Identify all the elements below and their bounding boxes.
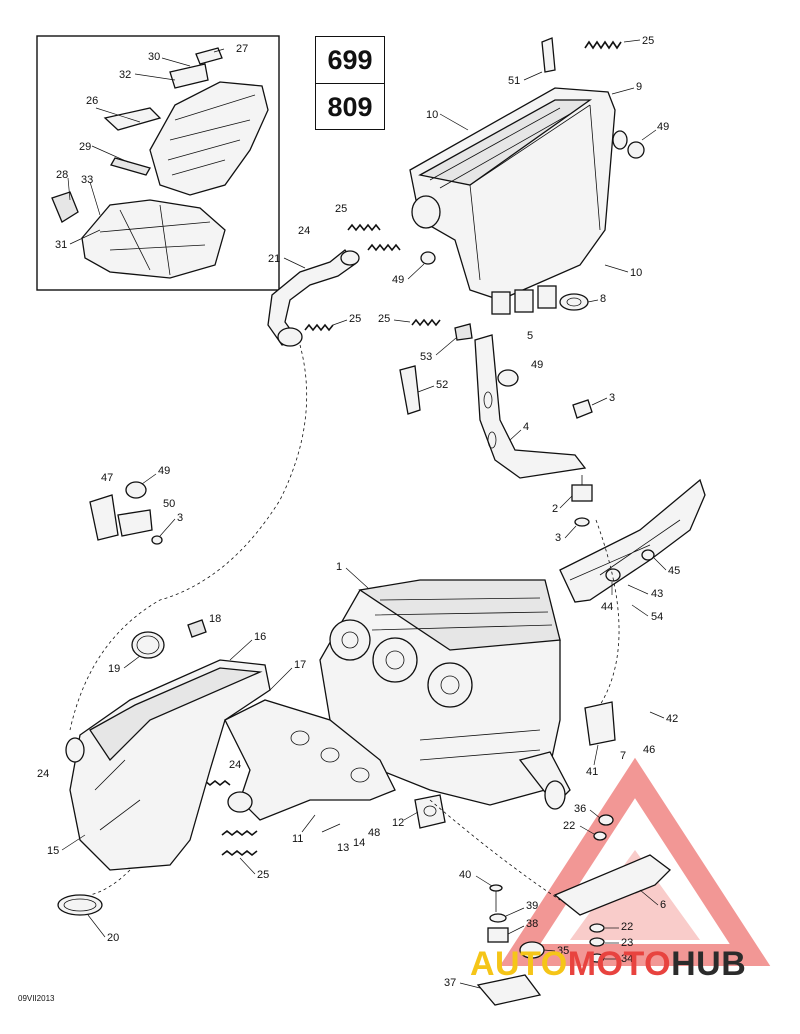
callout-21: 21: [268, 253, 280, 265]
callout-1: 1: [336, 561, 342, 573]
callout-5: 5: [527, 330, 533, 342]
callout-12: 12: [392, 817, 404, 829]
callout-25b: 25: [335, 203, 347, 215]
callout-24b: 24: [37, 768, 49, 780]
callout-36: 36: [574, 803, 586, 815]
callout-3c: 3: [555, 532, 561, 544]
callout-42: 42: [666, 713, 678, 725]
callout-24a: 24: [298, 225, 310, 237]
callout-14: 14: [353, 837, 365, 849]
watermark-triangle: [499, 757, 771, 966]
callout-25e: 25: [257, 869, 269, 881]
muffler-assembly: [409, 37, 628, 315]
callout-49d: 49: [158, 465, 170, 477]
callout-10b: 10: [630, 267, 642, 279]
callout-labels: 27 30 32 26 29 28 33 31 25 51 9 10 49 25…: [37, 35, 680, 989]
callout-49b: 49: [392, 274, 404, 286]
callout-40: 40: [459, 869, 471, 881]
callout-28: 28: [56, 169, 68, 181]
lower-mount-hardware: [476, 814, 671, 1006]
watermark-auto: AUTO: [470, 945, 568, 983]
exhaust-pipe-21: [267, 249, 360, 347]
frame-section: [559, 478, 706, 603]
callout-6: 6: [660, 899, 666, 911]
callout-20: 20: [107, 932, 119, 944]
callout-24c: 24: [229, 759, 241, 771]
callout-19: 19: [108, 663, 120, 675]
callout-11: 11: [292, 833, 303, 845]
model-code-699: 699: [316, 37, 384, 84]
callout-9: 9: [636, 81, 642, 93]
date-code: 09VII2013: [18, 994, 55, 1003]
callout-51: 51: [508, 75, 520, 87]
exhaust-manifold: [224, 699, 446, 833]
callout-10a: 10: [426, 109, 438, 121]
callout-13: 13: [337, 842, 349, 854]
callout-27: 27: [236, 43, 248, 55]
callout-39: 39: [526, 900, 538, 912]
callout-25c: 25: [349, 313, 361, 325]
watermark-text: AUTOMOTOHUB: [470, 945, 746, 984]
callout-50: 50: [163, 498, 175, 510]
callout-54: 54: [651, 611, 663, 623]
routing-lines: [69, 344, 620, 901]
callout-3a: 3: [609, 392, 615, 404]
callout-37: 37: [444, 977, 456, 989]
callout-18: 18: [209, 613, 221, 625]
model-code-box: 699 809: [315, 36, 385, 130]
callout-7: 7: [620, 750, 626, 762]
callout-49c: 49: [531, 359, 543, 371]
callout-53: 53: [420, 351, 432, 363]
callout-23: 23: [621, 937, 633, 949]
callout-34: 34: [621, 953, 633, 965]
callout-25a: 25: [642, 35, 654, 47]
callout-29: 29: [79, 141, 91, 153]
callout-35: 35: [557, 945, 569, 957]
inset-box: [36, 35, 280, 291]
muffler-brackets: [89, 141, 645, 541]
callout-45: 45: [668, 565, 680, 577]
callout-43: 43: [651, 588, 663, 600]
callout-25d: 25: [378, 313, 390, 325]
callout-26: 26: [86, 95, 98, 107]
callout-38: 38: [526, 918, 538, 930]
callout-32: 32: [119, 69, 131, 81]
callout-33: 33: [81, 174, 93, 186]
callout-16: 16: [254, 631, 266, 643]
watermark-hub: HUB: [671, 945, 747, 983]
callout-46: 46: [643, 744, 655, 756]
callout-52: 52: [436, 379, 448, 391]
rubber-mount: [151, 399, 593, 545]
callout-22a: 22: [563, 820, 575, 832]
callout-3b: 3: [177, 512, 183, 524]
callout-44: 44: [601, 601, 613, 613]
callout-49a: 49: [657, 121, 669, 133]
callout-15: 15: [47, 845, 59, 857]
exhaust-springs: [199, 40, 622, 857]
callout-8: 8: [600, 293, 606, 305]
callout-17: 17: [294, 659, 306, 671]
model-code-809: 809: [327, 92, 373, 122]
tuned-pipe: [57, 619, 271, 916]
callout-31: 31: [55, 239, 67, 251]
callout-22b: 22: [621, 921, 633, 933]
watermark-moto: MOTO: [567, 945, 672, 983]
callout-48: 48: [368, 827, 380, 839]
callout-2: 2: [552, 503, 558, 515]
engine-block: [319, 579, 616, 810]
callout-47: 47: [101, 472, 113, 484]
callout-41: 41: [586, 766, 598, 778]
callout-4: 4: [523, 421, 529, 433]
callout-30: 30: [148, 51, 160, 63]
